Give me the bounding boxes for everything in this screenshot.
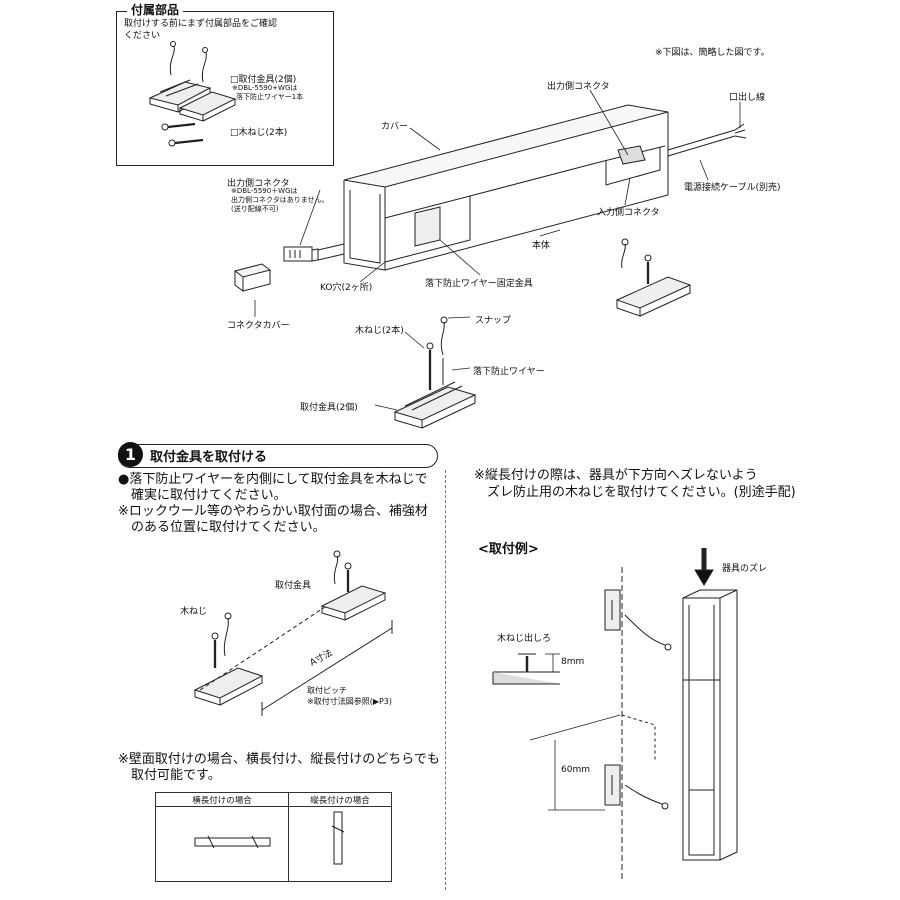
label-input-connector: 入力側コネクタ [597,208,660,218]
step1-label-pitch-ref: ※取付寸法図参照(▶P3) [307,697,393,706]
parts-screw-label: □木ねじ(2本) [230,128,288,138]
step1-title: 取付金具を取付ける [150,450,268,465]
label-output-connector-left: 出力側コネクタ [227,179,290,189]
parts-screw-illustration [161,122,204,147]
screw-protrusion-label: 木ねじ出しろ [497,634,552,644]
output-connector-note-3: (送り配線不可) [231,205,279,213]
parts-bracket-label: □取付金具(2個) [230,75,297,85]
example-bracket-top [604,589,672,651]
output-connector-illustration [283,243,345,262]
label-fall-wire: 落下防止ワイヤー [473,367,545,377]
wall-note-2: 取付可能です。 [118,768,221,783]
output-connector-note-1: ※DBL-5590＋WGは [231,187,298,195]
dim-60mm-line [529,714,621,811]
label-wood-screw-2: 木ねじ(2本) [355,326,404,336]
label-connector-cover: コネクタカバー [227,321,290,331]
step1-label-pitch: 取付ピッチ [307,686,347,695]
screw-protrusion-detail [492,653,560,685]
wall-note-1: ※壁面取付けの場合、横長付け、縦長付けのどちらでも [118,752,440,767]
shift-arrow-head [694,569,714,586]
connector-cover-illustration [233,263,272,292]
example-bracket-bottom [604,714,669,810]
label-lead-wire: 口出し線 [729,93,766,103]
parts-bracket-illustration [148,41,237,122]
vertical-mount-icon [331,811,345,865]
step1-brackets-illustration [193,550,393,716]
label-ko-hole: KO穴(2ヶ所) [320,283,373,293]
step1-label-bracket: 取付金具 [275,581,312,591]
step1-number: 1 [118,442,143,467]
vertical-note-2: ズレ防止用の木ねじを取付けてください。(別途手配) [474,485,796,500]
parts-bracket-note-2: 落下防止ワイヤー1本 [236,93,304,101]
label-cover: カバー [381,122,409,132]
parts-check-note-1: 取付けする前にまず付属部品をご確認 [124,19,278,29]
step1-instruction-1: ●落下防止ワイヤーを内側にして取付金具を木ねじで [118,472,428,487]
dim-8mm: 8mm [561,657,585,667]
step1-instruction-3: ※ロックウール等のやわらかい取付面の場合、補強材 [118,504,428,519]
label-body: 本体 [532,241,551,251]
label-wire-fixing: 落下防止ワイヤー固定金具 [425,279,533,289]
accessory-parts-title: 付属部品 [127,1,184,18]
right-bracket-illustration [615,238,692,317]
vertical-fixture-illustration [682,589,738,861]
output-connector-note-2: 出力側コネクタはありません。 [231,196,329,204]
parts-bracket-note-1: ※DBL-5590+WGは [232,84,298,92]
label-power-cable: 電源接続ケーブル(別売) [684,183,781,193]
example-title: <取付例> [478,542,539,557]
main-leader-lines [254,89,741,317]
fixture-body-illustration [343,104,669,271]
step1-label-screw: 木ねじ [180,607,208,617]
vertical-note-1: ※縦長付けの際は、器具が下方向へズレないよう [474,468,758,483]
horizontal-mount-icon [194,835,271,849]
bracket-illustration [374,316,477,429]
label-bracket-2: 取付金具(2個) [300,403,358,413]
simplified-note: ※下図は、簡略した図です。 [655,48,770,58]
label-output-connector-top: 出力側コネクタ [547,82,610,92]
dim-60mm: 60mm [561,765,590,775]
label-snap: スナップ [475,316,512,326]
parts-check-note-2: ください [124,31,161,41]
step1-instruction-2: 確実に取付けてください。 [118,488,287,503]
power-cable-illustration [667,123,747,157]
step1-instruction-4: のある位置に取付けてください。 [118,520,326,535]
shift-label: 器具のズレ [722,564,768,574]
accessory-parts-box [116,11,334,166]
column-divider [445,470,446,890]
